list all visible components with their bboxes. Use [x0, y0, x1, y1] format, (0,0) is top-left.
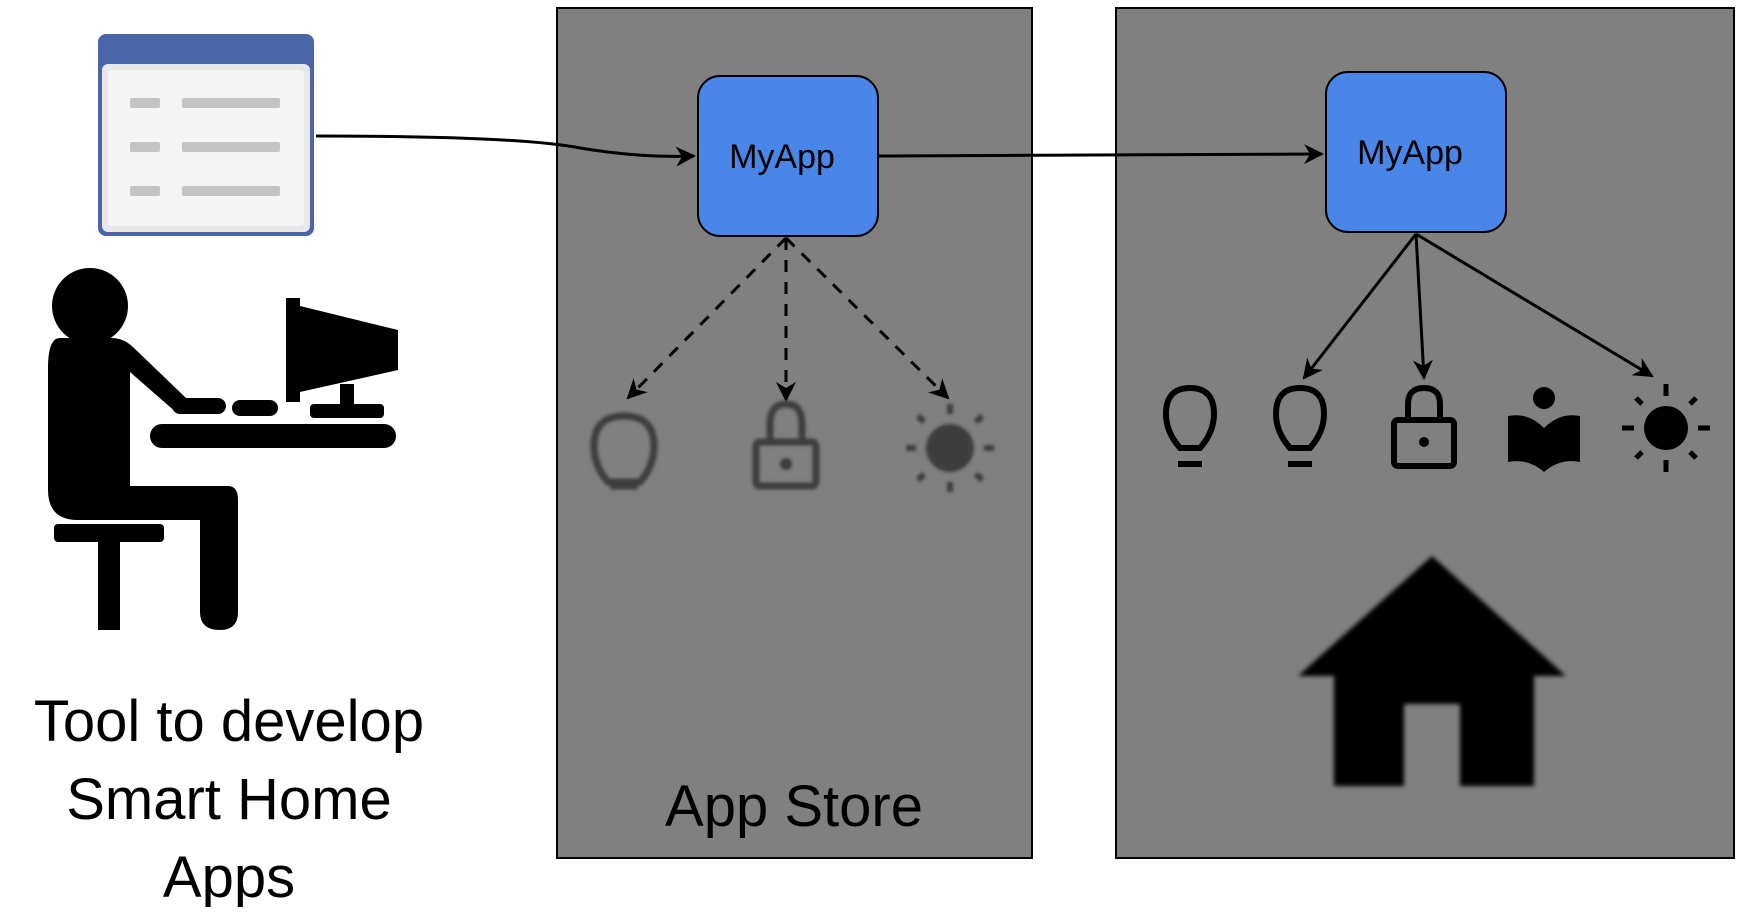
- lock-icon: [1391, 384, 1457, 469]
- lightbulb-icon: [1272, 384, 1328, 467]
- arrow-tool-to-app-store: [315, 134, 696, 167]
- arrow-to-bulb-2: [1302, 233, 1418, 380]
- caption-line-1: Tool to develop: [34, 689, 424, 754]
- arrow-to-lock: [1413, 233, 1433, 380]
- sun-icon: [906, 404, 994, 492]
- house-icon: [1298, 556, 1566, 786]
- app-store-myapp-label: MyApp: [729, 138, 835, 176]
- dashed-arrow-to-bulb: [626, 236, 788, 400]
- smart-home-solid-arrows: [1302, 232, 1654, 380]
- reader-icon: [1508, 387, 1580, 472]
- lightbulb-icon: [590, 412, 658, 490]
- dashed-arrow-to-sun: [784, 236, 950, 400]
- app-store-dashed-arrows: [626, 236, 950, 402]
- developer-caption: Tool to develop Smart Home Apps: [34, 689, 424, 910]
- lock-icon: [752, 400, 820, 490]
- app-builder-window-icon: [98, 34, 314, 236]
- arrow-to-sun: [1415, 232, 1654, 378]
- sun-icon: [1622, 384, 1710, 472]
- developer-at-computer-icon: [48, 268, 398, 630]
- app-store-device-icons: [590, 400, 994, 492]
- smart-home-myapp-node[interactable]: MyApp: [1325, 71, 1507, 233]
- smart-home-device-icons: [1162, 384, 1710, 472]
- caption-line-2: Smart Home: [66, 767, 392, 832]
- smart-home-myapp-label: MyApp: [1357, 134, 1463, 172]
- arrow-app-store-to-smart-home: [877, 144, 1324, 165]
- app-store-label: App Store: [665, 774, 923, 839]
- app-store-myapp-node[interactable]: MyApp: [697, 75, 879, 237]
- caption-line-3: Apps: [163, 845, 295, 907]
- lightbulb-icon: [1162, 384, 1218, 467]
